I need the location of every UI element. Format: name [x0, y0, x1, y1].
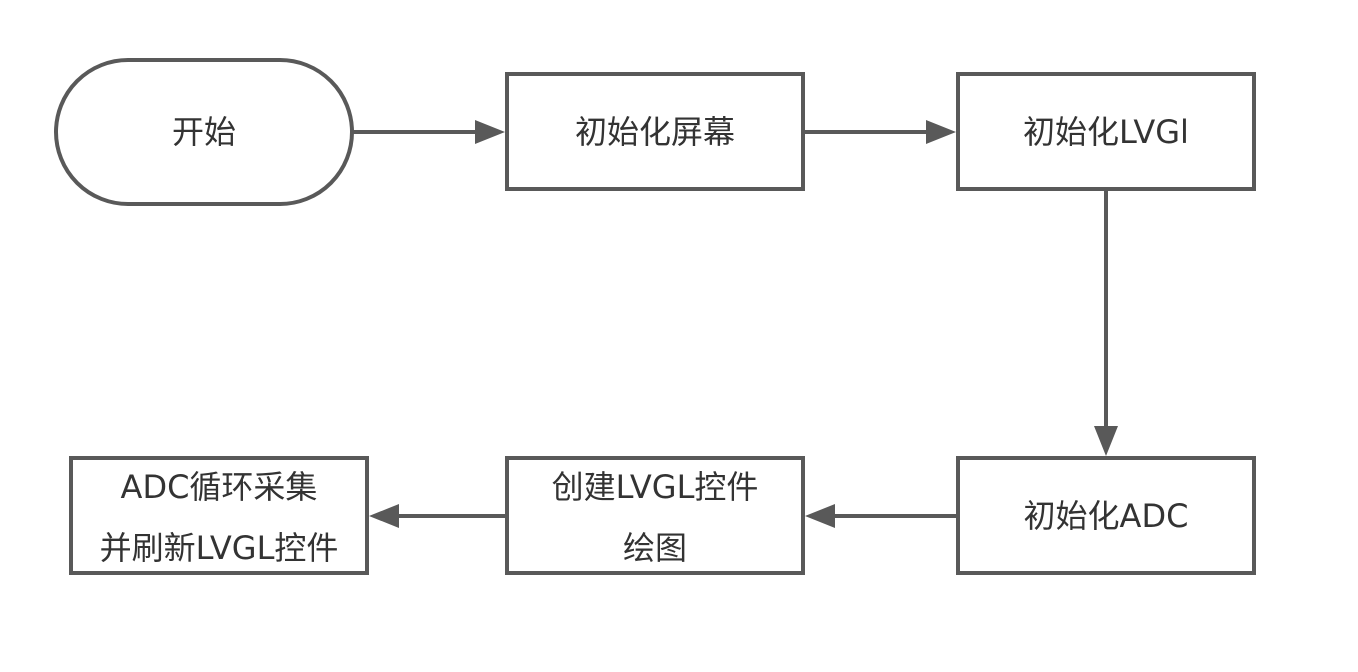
- arrowhead-down-icon: [1094, 426, 1118, 456]
- node-init-screen: 初始化屏幕: [505, 72, 805, 191]
- node-init-lvgl: 初始化LVGl: [956, 72, 1256, 191]
- arrowhead-right-icon: [926, 120, 956, 144]
- adc-loop-box: [69, 456, 369, 575]
- init-lvgl-label: 初始化LVGl: [1023, 113, 1189, 151]
- node-create-widgets: 创建LVGL控件 绘图: [505, 456, 805, 575]
- adc-loop-line-2: 并刷新LVGL控件: [100, 529, 339, 567]
- node-start: 开始: [54, 58, 354, 206]
- edge-start-to-init-screen: [352, 120, 505, 144]
- adc-loop-line-1: ADC循环采集: [121, 468, 318, 506]
- node-adc-loop: ADC循环采集 并刷新LVGL控件: [69, 456, 369, 575]
- create-widgets-line-1: 创建LVGL控件: [552, 468, 759, 506]
- edge-init-screen-to-init-lvgl: [803, 120, 956, 144]
- edge-init-adc-to-create-widgets: [805, 504, 958, 528]
- create-widgets-box: [505, 456, 805, 575]
- create-widgets-line-2: 绘图: [623, 529, 687, 567]
- edge-init-lvgl-to-init-adc: [1094, 189, 1118, 456]
- init-adc-box: [956, 456, 1256, 575]
- init-lvgl-box: [956, 72, 1256, 191]
- arrowhead-right-icon: [475, 120, 505, 144]
- start-label: 开始: [172, 113, 236, 151]
- arrowhead-left-icon: [369, 504, 399, 528]
- init-screen-box: [505, 72, 805, 191]
- arrowhead-left-icon: [805, 504, 835, 528]
- init-screen-label: 初始化屏幕: [575, 113, 735, 151]
- init-adc-label: 初始化ADC: [1024, 497, 1189, 535]
- node-init-adc: 初始化ADC: [956, 456, 1256, 575]
- edge-create-widgets-to-adc-loop: [369, 504, 507, 528]
